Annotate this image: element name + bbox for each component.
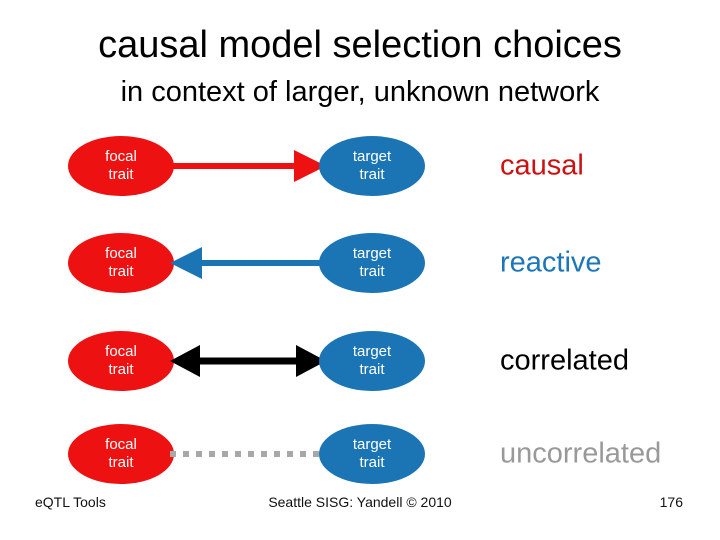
node-label: trait: [108, 263, 134, 280]
node-label: target: [352, 343, 392, 360]
node-label: trait: [359, 166, 385, 183]
focal-trait-node: focal trait: [68, 424, 174, 484]
slide-title: causal model selection choices: [98, 24, 622, 66]
footer-center-text: Seattle SISG: Yandell © 2010: [268, 494, 452, 510]
node-label: target: [352, 436, 392, 453]
target-trait-node: target trait: [319, 136, 425, 196]
slide-subtitle: in context of larger, unknown network: [120, 76, 600, 108]
diagram-row-correlated: focal trait target trait correlated: [0, 331, 720, 391]
arrow-head-right: [296, 345, 326, 377]
arrow-double: [170, 345, 326, 377]
footer-left-text: eQTL Tools: [35, 494, 106, 510]
relation-label-correlated: correlated: [500, 344, 629, 377]
node-label: focal: [105, 148, 137, 165]
target-trait-node: target trait: [319, 331, 425, 391]
node-label: trait: [108, 166, 134, 183]
target-trait-node: target trait: [319, 233, 425, 293]
node-label: trait: [359, 361, 385, 378]
relation-label-causal: causal: [500, 149, 584, 182]
footer-page-number: 176: [659, 494, 683, 510]
relation-label-reactive: reactive: [500, 246, 602, 279]
arrow-head: [170, 247, 202, 279]
arrow-head-left: [170, 345, 200, 377]
focal-trait-node: focal trait: [68, 331, 174, 391]
node-label: trait: [108, 361, 134, 378]
node-label: focal: [105, 343, 137, 360]
diagram-row-reactive: focal trait target trait reactive: [0, 233, 720, 293]
node-label: trait: [359, 263, 385, 280]
focal-trait-node: focal trait: [68, 233, 174, 293]
node-label: trait: [108, 454, 134, 471]
diagram-row-uncorrelated: focal trait target trait uncorrelated: [0, 424, 720, 484]
node-label: target: [352, 148, 392, 165]
target-trait-node: target trait: [319, 424, 425, 484]
node-label: trait: [359, 454, 385, 471]
relation-label-uncorrelated: uncorrelated: [500, 437, 662, 470]
dotted-connector: [170, 451, 326, 457]
node-label: focal: [105, 245, 137, 262]
node-label: target: [352, 245, 392, 262]
arrow-head: [294, 150, 326, 182]
node-label: focal: [105, 436, 137, 453]
diagram-row-causal: focal trait target trait causal: [0, 136, 720, 196]
arrow-left: [170, 247, 326, 279]
focal-trait-node: focal trait: [68, 136, 174, 196]
arrow-right: [170, 150, 326, 182]
